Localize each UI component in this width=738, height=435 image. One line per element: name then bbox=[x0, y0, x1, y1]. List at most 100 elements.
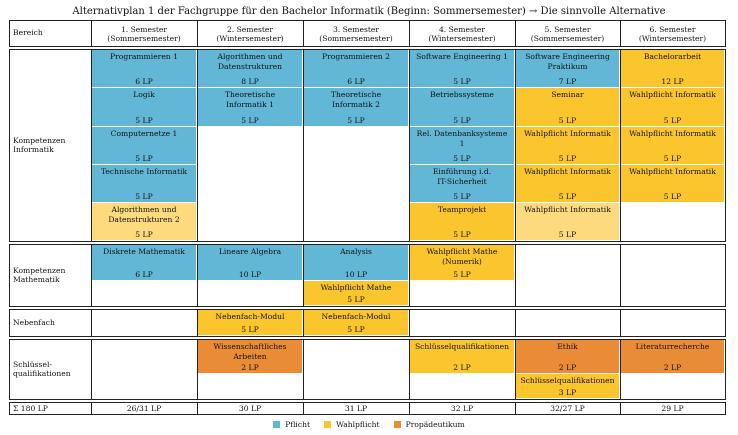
module-credits: 6 LP bbox=[135, 269, 153, 279]
module-name: Wahlpflicht Mathe bbox=[320, 283, 392, 292]
grid-line bbox=[9, 46, 726, 47]
grid-line bbox=[409, 20, 410, 47]
module-cell[interactable]: Wahlpflicht Informatik 5 LP bbox=[621, 127, 725, 165]
semester-total: 31 LP bbox=[344, 404, 368, 413]
grid-line bbox=[9, 402, 10, 415]
module-credits: 5 LP bbox=[663, 115, 682, 125]
grid-line bbox=[197, 402, 198, 415]
legend-swatch bbox=[273, 420, 281, 428]
module-name: Wahlpflicht Informatik bbox=[629, 167, 716, 176]
semester-name: 1. Semester bbox=[120, 24, 168, 34]
module-credits: 2 LP bbox=[558, 362, 577, 372]
module-cell[interactable]: Wahlpflicht Informatik 5 LP bbox=[516, 203, 620, 241]
module-name: Seminar bbox=[551, 90, 584, 99]
module-credits: 12 LP bbox=[661, 76, 684, 86]
module-cell[interactable]: Programmieren 1 6 LP bbox=[92, 50, 197, 88]
module-credits: 5 LP bbox=[453, 191, 471, 201]
semester-name: 2. Semester bbox=[226, 24, 274, 34]
module-credits: 5 LP bbox=[453, 153, 471, 163]
grid-line bbox=[91, 339, 92, 400]
header-semester-5: 5. Semester(Sommersemester) bbox=[515, 21, 620, 47]
legend-item: Propädeutikum bbox=[393, 420, 465, 429]
grid-line bbox=[515, 244, 516, 307]
module-cell[interactable]: Schlüsselqualifikationen 2 LP bbox=[410, 340, 515, 374]
module-credits: 5 LP bbox=[347, 294, 365, 304]
grid-line bbox=[9, 402, 726, 403]
module-name: Lineare Algebra bbox=[218, 247, 282, 256]
module-credits: 5 LP bbox=[347, 115, 365, 125]
module-name: Nebenfach-Modul bbox=[215, 312, 285, 321]
semester-term: (Wintersemester) bbox=[216, 34, 284, 43]
module-credits: 5 LP bbox=[453, 229, 471, 239]
grid-line bbox=[303, 49, 304, 242]
module-cell[interactable]: Schlüsselqualifikationen 3 LP bbox=[516, 374, 620, 399]
module-name: Wahlpflicht Informatik bbox=[629, 129, 716, 138]
module-name: Programmieren 1 bbox=[110, 52, 178, 61]
grid-line bbox=[725, 309, 726, 337]
module-cell[interactable]: Wahlpflicht Mathe 5 LP bbox=[304, 281, 409, 306]
grid-line bbox=[9, 339, 10, 400]
area-label: Schlüssel- qualifikationen bbox=[13, 359, 71, 379]
grid-line bbox=[515, 49, 516, 242]
module-credits: 2 LP bbox=[453, 362, 471, 372]
module-cell[interactable]: Algorithmen und Datenstrukturen 8 LP bbox=[198, 50, 303, 88]
module-cell[interactable]: Wahlpflicht Mathe (Numerik)5 LP bbox=[410, 245, 515, 281]
module-credits: 5 LP bbox=[135, 115, 153, 125]
grid-line bbox=[9, 20, 726, 21]
grid-line bbox=[303, 339, 304, 400]
grid-line bbox=[197, 244, 198, 307]
module-name: Wahlpflicht Informatik bbox=[524, 205, 611, 214]
module-name: Schlüsselqualifikationen bbox=[520, 376, 615, 385]
module-name: Software Engineering Praktikum bbox=[525, 52, 610, 71]
semester-term: (Wintersemester) bbox=[638, 34, 707, 43]
grid-line bbox=[9, 414, 726, 415]
module-credits: 3 LP bbox=[558, 387, 577, 397]
module-credits: 6 LP bbox=[135, 76, 153, 86]
module-name: Diskrete Mathematik bbox=[103, 247, 185, 256]
semester-name: 6. Semester bbox=[649, 24, 696, 34]
semester-total: 26/31 LP bbox=[126, 404, 162, 413]
page-title: Alternativplan 1 der Fachgruppe für den … bbox=[72, 6, 666, 17]
module-credits: 5 LP bbox=[241, 115, 259, 125]
semester-term: (Sommersemester) bbox=[107, 34, 181, 43]
grid-line bbox=[409, 244, 410, 307]
module-name: Algorithmen und Datenstrukturen bbox=[217, 52, 283, 71]
module-name: Algorithmen und Datenstrukturen 2 bbox=[108, 205, 180, 224]
module-credits: 2 LP bbox=[663, 362, 682, 372]
module-credits: 8 LP bbox=[241, 76, 259, 86]
module-credits: 5 LP bbox=[558, 229, 577, 239]
module-credits: 5 LP bbox=[135, 153, 153, 163]
semester-total: 32/27 LP bbox=[550, 404, 585, 413]
module-cell[interactable]: Diskrete Mathematik 6 LP bbox=[92, 245, 197, 281]
semester-total: 29 LP bbox=[661, 404, 684, 413]
module-name: Schlüsselqualifikationen bbox=[414, 342, 510, 351]
header-semester-6: 6. Semester(Wintersemester) bbox=[620, 21, 725, 47]
module-credits: 5 LP bbox=[663, 153, 682, 163]
